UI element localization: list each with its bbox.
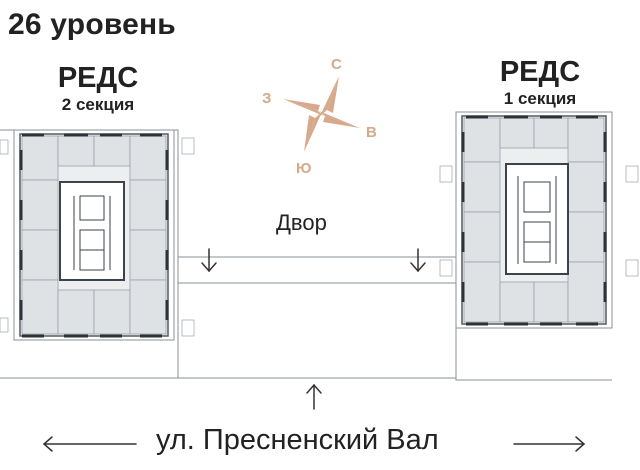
- building-right-label: РЕДС 1 секция: [490, 56, 590, 109]
- courtyard-label: Двор: [276, 210, 327, 235]
- building-right-section: 1 секция: [503, 89, 577, 108]
- building-left-label: РЕДС 2 секция: [48, 62, 148, 115]
- courtyard-arrows: [201, 248, 426, 410]
- street-arrows: [42, 436, 586, 452]
- compass-south-label: Ю: [296, 160, 312, 177]
- compass-rose: [283, 76, 360, 152]
- level-title: 26 уровень: [8, 8, 176, 41]
- floor-plan-section-1: [439, 111, 639, 329]
- building-right-name: РЕДС: [499, 56, 581, 88]
- compass-north-label: С: [331, 56, 342, 73]
- building-left-name: РЕДС: [57, 62, 139, 94]
- compass-east-label: В: [366, 124, 377, 141]
- building-left-section: 2 секция: [61, 95, 135, 114]
- floor-plan-section-2: [0, 129, 195, 341]
- street-label: ул. Пресненский Вал: [156, 424, 439, 456]
- compass-west-label: З: [262, 90, 272, 107]
